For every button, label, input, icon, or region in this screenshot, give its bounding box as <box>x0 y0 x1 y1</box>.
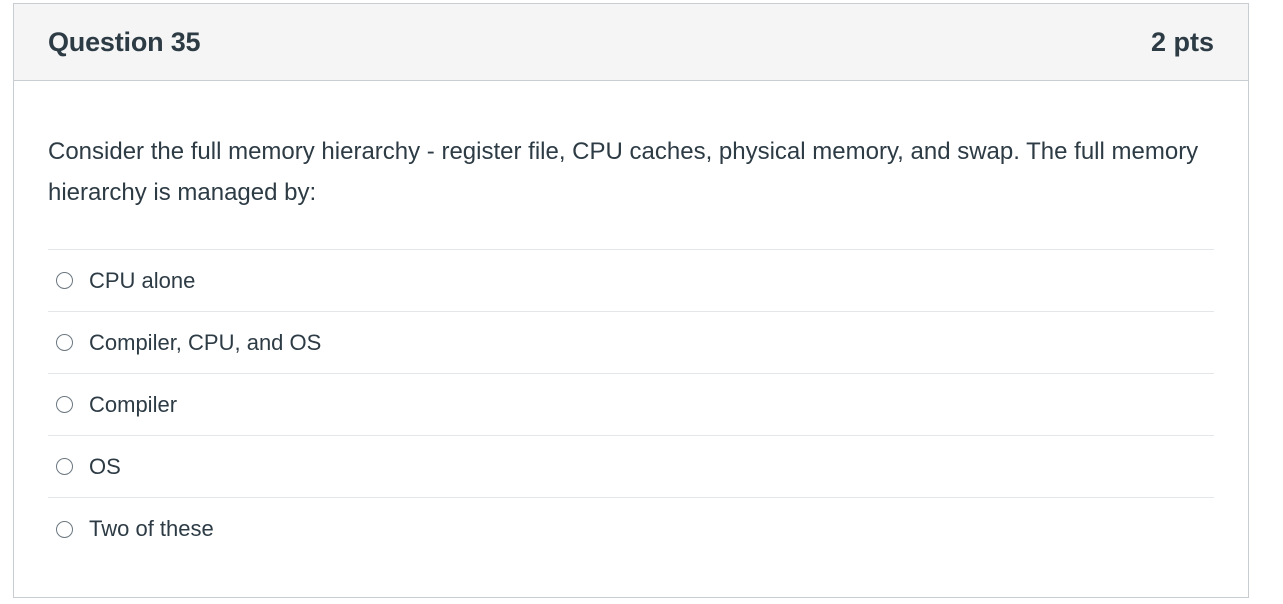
question-header: Question 35 2 pts <box>14 4 1248 81</box>
radio-button[interactable] <box>56 334 73 351</box>
radio-button[interactable] <box>56 520 73 538</box>
answer-label: Compiler, CPU, and OS <box>89 329 322 355</box>
answer-option[interactable]: Compiler <box>48 374 1214 436</box>
answer-label: CPU alone <box>89 267 196 293</box>
answer-option[interactable]: CPU alone <box>48 250 1214 312</box>
radio-button[interactable] <box>56 396 73 413</box>
question-text: Consider the full memory hierarchy - reg… <box>48 138 1199 206</box>
question-title: Question 35 <box>48 26 201 57</box>
answer-label: Compiler <box>89 391 178 417</box>
question-card: Question 35 2 pts Consider the full memo… <box>13 3 1249 598</box>
answer-option[interactable]: Two of these <box>48 498 1214 560</box>
answer-list: CPU alone Compiler, CPU, and OS Compiler… <box>48 249 1214 560</box>
answer-option[interactable]: Compiler, CPU, and OS <box>48 312 1214 374</box>
answer-label: Two of these <box>89 516 214 541</box>
radio-button[interactable] <box>56 272 73 289</box>
radio-button[interactable] <box>56 458 73 475</box>
answer-option[interactable]: OS <box>48 436 1214 498</box>
question-body: Consider the full memory hierarchy - reg… <box>14 81 1248 560</box>
answer-label: OS <box>89 453 121 479</box>
question-points: 2 pts <box>1150 26 1214 57</box>
